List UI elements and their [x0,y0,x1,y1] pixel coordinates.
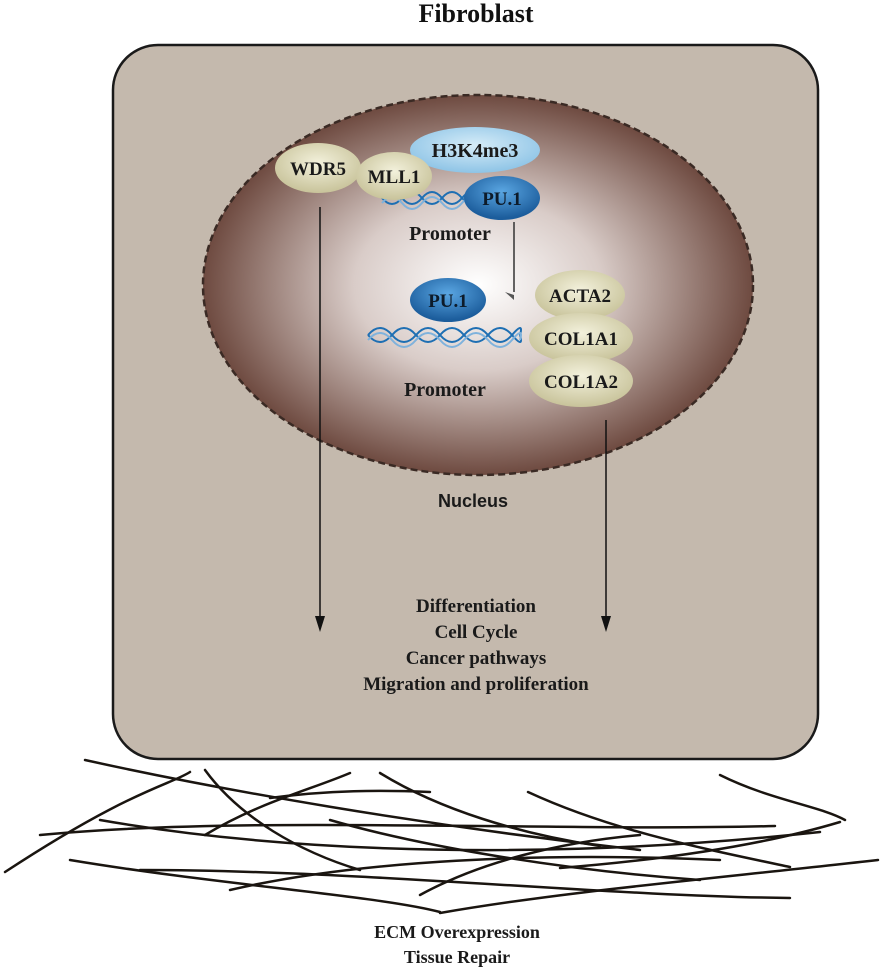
ecm-fibers [3,758,880,915]
promoter-label-top: Promoter [409,223,491,245]
acta2-label: ACTA2 [549,286,611,307]
outcome-item: Cell Cycle [435,622,518,643]
dna-helix-bottom [367,327,522,348]
ecm-outcomes: ECM Overexpression Tissue Repair [374,922,540,967]
wdr5-protein: WDR5 [275,143,361,193]
col1a1-gene: COL1A1 [529,313,633,363]
pu1-protein-top: PU.1 [464,176,540,220]
cellular-outcomes: Differentiation Cell Cycle Cancer pathwa… [363,596,589,695]
h3k4me3-protein: H3K4me3 [410,127,540,173]
right-downstream-arrow [601,420,611,632]
col1a2-gene: COL1A2 [529,355,633,407]
col1a2-label: COL1A2 [544,372,618,393]
ecm-outcome-item: ECM Overexpression [374,922,540,942]
outcome-item: Differentiation [416,596,536,617]
mll1-label: MLL1 [368,167,421,188]
ecm-outcome-item: Tissue Repair [404,947,510,967]
pu1-bottom-label: PU.1 [428,291,468,312]
diagram-title: Fibroblast [418,0,533,28]
outcome-item: Migration and proliferation [363,674,589,695]
acta2-gene: ACTA2 [535,270,625,320]
pu1-protein-bottom: PU.1 [410,278,486,322]
promoter-label-bottom: Promoter [404,379,486,401]
nucleus-label: Nucleus [438,491,508,511]
mll1-protein: MLL1 [356,152,432,200]
left-downstream-arrow [315,207,325,632]
h3k4me3-label: H3K4me3 [432,140,519,162]
outcome-item: Cancer pathways [406,648,547,669]
wdr5-label: WDR5 [290,159,346,180]
pu1-activation-arrow [505,222,515,300]
pu1-top-label: PU.1 [482,189,522,210]
col1a1-label: COL1A1 [544,329,618,350]
